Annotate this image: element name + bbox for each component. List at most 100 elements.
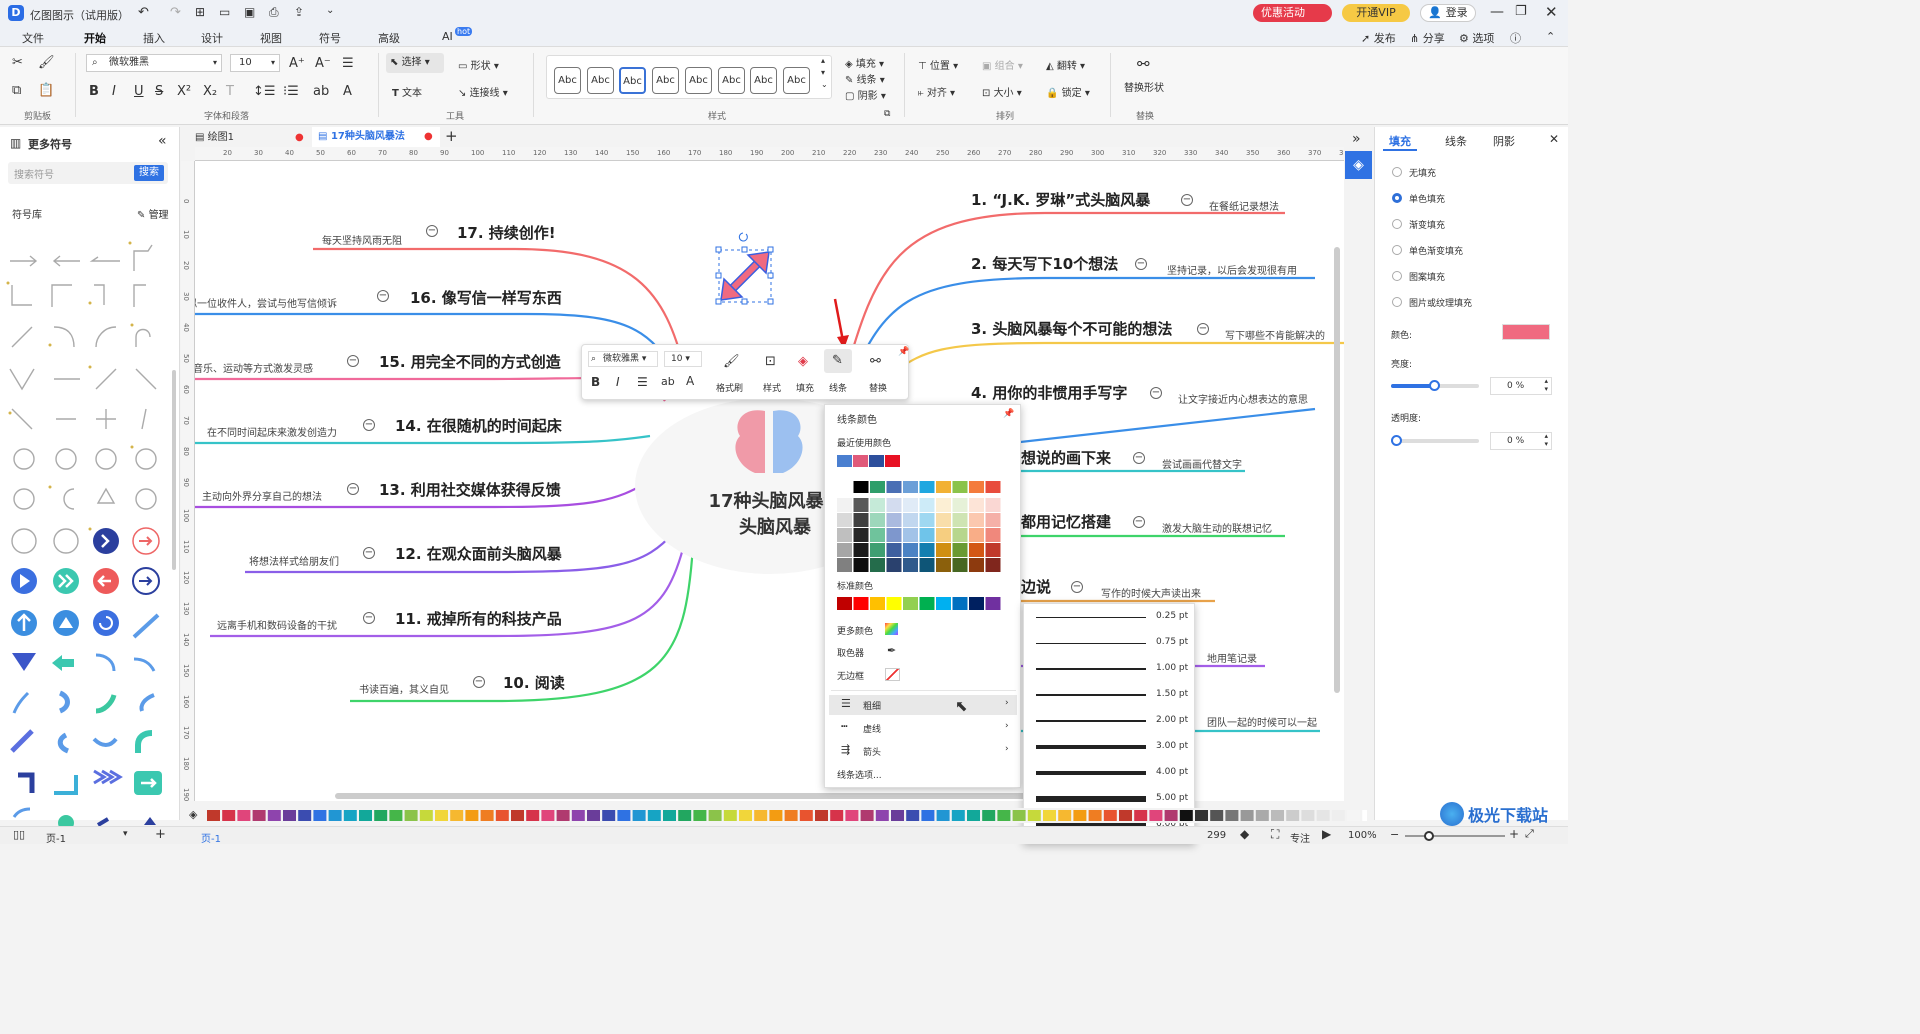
style-sample[interactable]: Abc <box>783 67 810 94</box>
palette-swatch[interactable] <box>1179 810 1193 821</box>
note-right-3[interactable]: 写下哪些不肯能解决的 <box>1225 331 1325 342</box>
note-left-13[interactable]: 主动向外界分享自己的想法 <box>202 492 322 503</box>
bullet-list-icon[interactable]: ⁝☰ <box>283 84 299 99</box>
collapse-icon[interactable]: − <box>1181 194 1193 206</box>
palette-swatch[interactable] <box>936 810 950 821</box>
replace-shape-label[interactable]: 替换形状 <box>1124 83 1164 94</box>
no-border-item[interactable]: 无边框 <box>837 672 865 682</box>
color-swatch[interactable] <box>919 498 935 512</box>
label-picture-fill[interactable]: 图片或纹理填充 <box>1409 299 1473 309</box>
palette-swatch[interactable] <box>252 810 266 821</box>
color-swatch[interactable] <box>985 558 1001 572</box>
branch-right-1[interactable]: 1. “J.K. 罗琳”式头脑风暴 <box>971 191 1151 209</box>
color-swatch[interactable] <box>869 455 884 467</box>
note-left-10[interactable]: 书读百遍，其义自见 <box>359 685 449 696</box>
color-swatch[interactable] <box>837 543 852 557</box>
text-highlight-icon[interactable]: ab <box>313 84 330 99</box>
color-swatch[interactable] <box>903 543 918 557</box>
dash-menu-item[interactable]: ┅ 虚线 › <box>829 718 1017 738</box>
palette-swatch[interactable] <box>1058 810 1072 821</box>
italic-icon[interactable]: I <box>112 84 116 99</box>
color-swatch[interactable] <box>952 481 968 493</box>
color-swatch[interactable] <box>853 481 869 493</box>
weight-option-line[interactable] <box>1036 821 1146 829</box>
print-icon[interactable]: ⎙ <box>269 5 279 19</box>
float-style-icon[interactable]: ⊡ <box>765 354 776 369</box>
float-size-select[interactable]: 10 ▾ <box>664 351 702 367</box>
subscript-icon[interactable]: X₂ <box>203 84 218 99</box>
color-swatch[interactable] <box>886 558 902 572</box>
zoom-value[interactable]: 100% <box>1348 830 1377 841</box>
color-swatch[interactable] <box>969 498 984 512</box>
color-swatch[interactable] <box>903 481 918 493</box>
underline-icon[interactable]: U <box>134 84 144 99</box>
layers-icon[interactable]: ◆ <box>1240 827 1250 841</box>
color-swatch[interactable] <box>886 498 902 512</box>
central-topic[interactable]: 17种头脑风暴法 头脑风暴 <box>708 491 842 538</box>
palette-swatch[interactable] <box>1331 810 1345 821</box>
color-swatch[interactable] <box>903 558 918 572</box>
palette-swatch[interactable] <box>617 810 631 821</box>
paste-icon[interactable]: 📋 <box>38 83 55 98</box>
note-left-15[interactable]: 用音乐、运动等方式激发灵感 <box>195 364 313 375</box>
radio-solid-fill[interactable] <box>1392 193 1402 203</box>
label-solid-fill[interactable]: 单色填充 <box>1409 195 1446 205</box>
style-sample[interactable]: Abc <box>750 67 777 94</box>
font-family-select[interactable]: 微软雅黑▾⌕ <box>86 54 222 72</box>
palette-swatch[interactable] <box>663 810 676 821</box>
text-button[interactable]: T 文本 <box>392 88 423 99</box>
align-button[interactable]: ⫦ 对齐 ▾ <box>918 88 956 99</box>
zoom-in-icon[interactable]: + <box>1509 827 1520 841</box>
color-swatch[interactable] <box>919 558 935 572</box>
palette-swatch[interactable] <box>435 810 448 821</box>
color-swatch[interactable] <box>903 513 918 527</box>
menu-ai[interactable]: AI <box>442 30 453 43</box>
palette-swatch[interactable] <box>784 810 798 821</box>
note-right-5[interactable]: 尝试画画代替文字 <box>1162 460 1242 471</box>
palette-swatch[interactable] <box>1225 810 1239 821</box>
branch-right-5[interactable]: 想说的画下来 <box>1021 449 1112 467</box>
color-swatch[interactable] <box>870 528 885 542</box>
color-swatch[interactable] <box>886 528 902 542</box>
branch-left-11[interactable]: 11. 戒掉所有的科技产品 <box>395 610 562 628</box>
zoom-out-icon[interactable]: − <box>1390 828 1400 841</box>
radio-pattern-fill[interactable] <box>1392 271 1402 281</box>
manage-button[interactable]: ✎ 管理 <box>137 210 169 221</box>
palette-swatch[interactable] <box>283 810 296 821</box>
fill-button[interactable]: ◈ 填充 ▾ <box>845 59 885 70</box>
save-icon[interactable]: ▣ <box>244 5 256 19</box>
stepper-icon[interactable]: ▴▾ <box>1544 377 1548 393</box>
color-swatch[interactable] <box>985 597 1001 610</box>
color-swatch[interactable] <box>886 513 902 527</box>
color-swatch[interactable] <box>919 543 935 557</box>
palette-swatch[interactable] <box>799 810 813 821</box>
export-icon[interactable]: ⇪ <box>294 5 305 19</box>
note-left-12[interactable]: 将想法样式给朋友们 <box>249 557 339 568</box>
weight-option-line[interactable] <box>1036 770 1146 776</box>
play-icon[interactable]: ▶ <box>1322 827 1332 841</box>
color-swatch[interactable] <box>985 513 1001 527</box>
palette-swatch[interactable] <box>511 810 524 821</box>
standard-color-row[interactable] <box>837 597 1011 611</box>
palette-swatch[interactable] <box>678 810 692 821</box>
radio-gradient-fill[interactable] <box>1392 219 1402 229</box>
more-colors-item[interactable]: 更多颜色 <box>837 627 874 637</box>
note-right-7[interactable]: 写作的时候大声读出来 <box>1101 589 1201 600</box>
replace-shape-icon[interactable]: ⚯ <box>1137 55 1150 73</box>
branch-left-13[interactable]: 13. 利用社交媒体获得反馈 <box>379 481 561 499</box>
weight-option-label[interactable]: 5.00 pt <box>1156 793 1189 803</box>
weight-option-label[interactable]: 4.00 pt <box>1156 767 1189 777</box>
float-replace-label[interactable]: 替换 <box>869 384 888 394</box>
branch-left-15[interactable]: 15. 用完全不同的方式创造 <box>379 353 561 371</box>
color-swatch[interactable] <box>837 513 852 527</box>
color-swatch[interactable] <box>985 498 1001 512</box>
palette-swatch[interactable] <box>860 810 874 821</box>
open-icon[interactable]: ▭ <box>219 5 231 19</box>
font-grow-icon[interactable]: A⁺ <box>289 56 305 71</box>
collapse-icon[interactable]: − <box>426 225 438 237</box>
page-panel-icon[interactable]: ▯▯ <box>13 828 26 841</box>
color-swatch[interactable] <box>886 597 902 610</box>
float-font-select[interactable]: ⌕微软雅黑 ▾ <box>588 351 658 367</box>
restore-icon[interactable]: ❐ <box>1515 4 1527 19</box>
select-button[interactable]: ⬉ 选择 ▾ <box>386 53 444 73</box>
